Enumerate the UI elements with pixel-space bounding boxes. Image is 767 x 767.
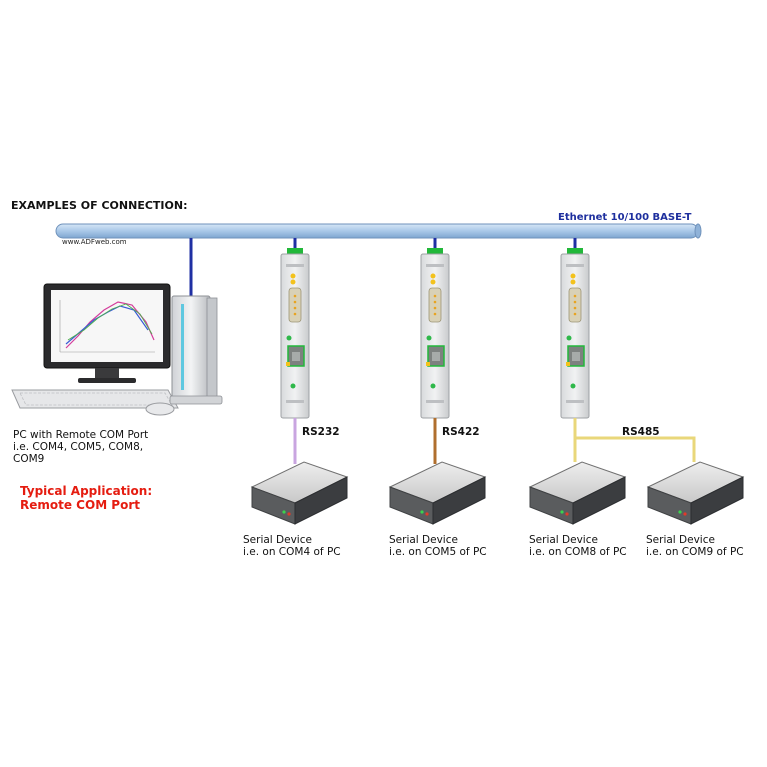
serial-device bbox=[528, 461, 627, 525]
device-label-com9: Serial Device i.e. on COM9 of PC bbox=[646, 534, 744, 558]
ethernet-label: Ethernet 10/100 BASE-T bbox=[558, 212, 692, 223]
website-label: www.ADFweb.com bbox=[62, 238, 127, 246]
application-label: Typical Application: Remote COM Port bbox=[20, 484, 153, 512]
device-label-com5: Serial Device i.e. on COM5 of PC bbox=[389, 534, 487, 558]
device-label-com8: Serial Device i.e. on COM8 of PC bbox=[529, 534, 627, 558]
pc-keyboard bbox=[11, 389, 179, 409]
serial-device bbox=[388, 461, 487, 525]
serial-device bbox=[646, 461, 745, 525]
gateway-module bbox=[420, 248, 450, 419]
device-label-com4: Serial Device i.e. on COM4 of PC bbox=[243, 534, 341, 558]
pc-label: PC with Remote COM Port i.e. COM4, COM5,… bbox=[13, 429, 149, 465]
rs232-label: RS232 bbox=[302, 426, 340, 438]
pc-tower bbox=[169, 295, 223, 405]
pc-mouse bbox=[145, 402, 175, 416]
rs485-bus-branch bbox=[573, 418, 696, 462]
gateway-module bbox=[280, 248, 310, 419]
serial-device bbox=[250, 461, 349, 525]
pc-monitor bbox=[43, 283, 171, 383]
rs485-label: RS485 bbox=[622, 426, 660, 438]
diagram-title: EXAMPLES OF CONNECTION: bbox=[11, 199, 188, 212]
ethernet-bus bbox=[55, 223, 702, 239]
gateway-module bbox=[560, 248, 590, 419]
rs422-label: RS422 bbox=[442, 426, 480, 438]
network-links bbox=[189, 238, 577, 298]
